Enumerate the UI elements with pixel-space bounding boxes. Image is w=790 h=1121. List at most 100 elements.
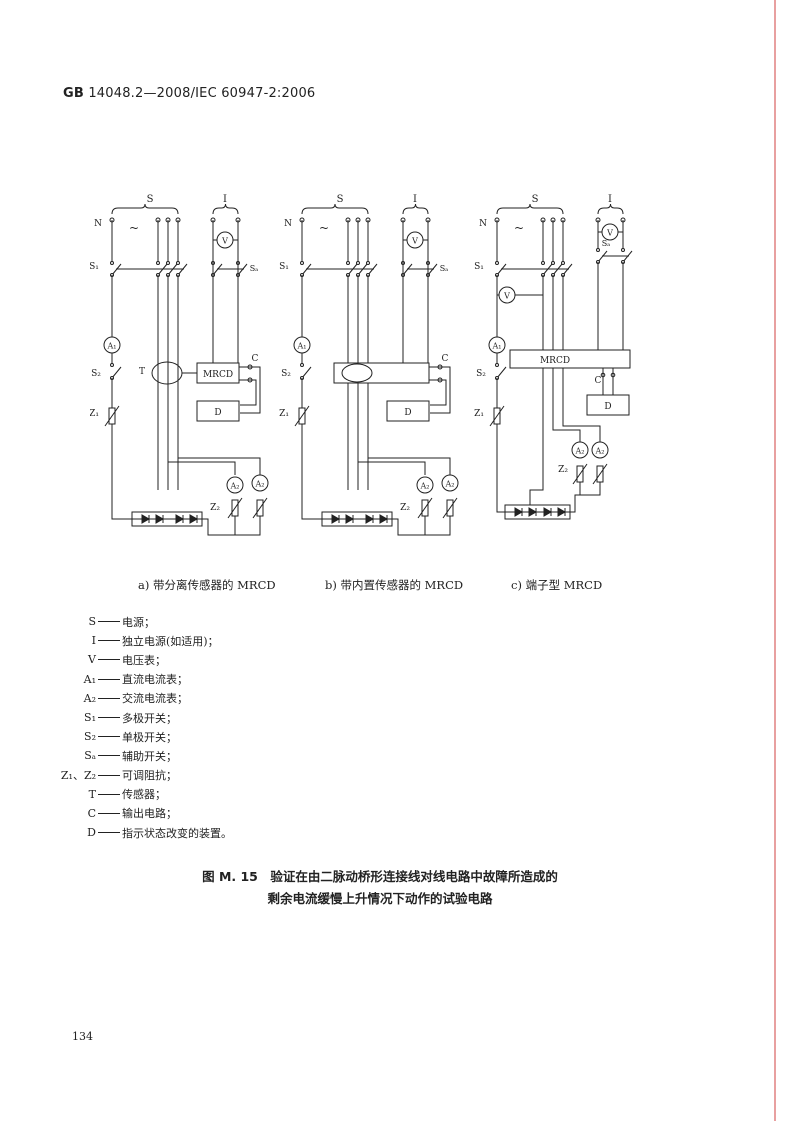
legend-symbol: I [91, 634, 96, 648]
panel-b-neutral-label: N [284, 219, 292, 229]
panel-a-ammeter-a2b-icon [251, 474, 269, 492]
panel-c-z2b-resistor-arrow [592, 463, 608, 485]
legend-symbol: D [87, 826, 96, 840]
panel-c-mrcd-label: MRCD [540, 356, 570, 366]
panel-a-bridge-wire [111, 490, 132, 520]
panel-c-a2-feed2 [562, 390, 601, 442]
panel-a-z2-label: Z₂ [210, 503, 220, 513]
panel-b-bridge-out [392, 518, 425, 536]
legend-item: C 输出电路； [60, 804, 360, 823]
panel-a-s1-label: S₁ [90, 262, 99, 272]
diode-icon [331, 514, 341, 524]
panel-b-z2-return [424, 516, 451, 536]
panel-a-aux-source-brace [212, 203, 239, 215]
panel-c-d-label: D [604, 402, 611, 412]
panel-c-a2-feed [552, 390, 581, 442]
legend-dash [98, 793, 120, 795]
sub-caption-c: c) 端子型 MRCD [511, 578, 603, 592]
panel-a-voltmeter-icon [216, 231, 234, 249]
legend-description: 单极开关； [122, 730, 177, 744]
panel-a-ammeter-a2-icon [226, 476, 244, 494]
sub-caption-a: a) 带分离传感器的 MRCD [138, 578, 276, 592]
terminal [561, 261, 565, 265]
legend-symbol: V [88, 653, 96, 667]
sub-caption-b: b) 带内置传感器的 MRCD [325, 578, 464, 592]
panel-c-ac-symbol: ~ [514, 221, 524, 235]
terminal [356, 261, 360, 265]
terminal [495, 363, 499, 367]
panel-a-bridge-out [202, 518, 235, 536]
panel-b-z2-resistor-arrow [417, 497, 433, 519]
terminal [621, 248, 625, 252]
legend-symbol: S₁ [84, 711, 96, 725]
panel-b-a2-feed2 [368, 457, 451, 475]
panel-b-voltmeter-icon [406, 231, 424, 249]
panel-a-ac-symbol: ~ [129, 221, 139, 235]
panel-a-source-brace [111, 203, 179, 215]
panel-c-bridge-out [570, 494, 580, 513]
legend-dash [98, 755, 120, 757]
panel-b-ammeter-a2b-icon-label: A₂ [445, 480, 455, 489]
panel-c-s2-blade [496, 366, 507, 379]
terminal [176, 261, 180, 265]
legend-dash [98, 659, 120, 661]
panel-a-d-label: D [214, 408, 221, 418]
legend-description: 输出电路； [122, 807, 177, 821]
panel-b-c-loop2 [430, 379, 447, 406]
panel-c-ammeter-a2-icon [571, 441, 589, 459]
panel-a-z2b-resistor-arrow [252, 497, 268, 519]
panel-b-c-label: C [442, 354, 449, 364]
panel-b-d-block [386, 400, 430, 422]
legend-symbol: S₂ [84, 730, 96, 744]
panel-a-ammeter-a1-icon-label: A₁ [107, 342, 117, 351]
legend-symbol: Z₁、Z₂ [60, 769, 96, 783]
legend-description: 电压表； [122, 653, 166, 667]
panel-b-c-loop [430, 366, 451, 414]
terminal [366, 261, 370, 265]
legend-symbol: T [88, 787, 96, 801]
page-edge [774, 0, 776, 1121]
panel-c-ammeter-a1-icon-label: A₁ [492, 342, 502, 351]
legend-description: 独立电源(如适用)； [122, 634, 219, 648]
panel-b-ammeter-a2-icon [416, 476, 434, 494]
terminal [110, 363, 114, 367]
legend-symbol: S [88, 615, 96, 629]
legend-description: 直流电流表； [122, 673, 188, 687]
panel-b-a2-feed [358, 461, 426, 475]
terminal [495, 261, 499, 265]
panel-b-ammeter-a2b-icon [441, 474, 459, 492]
diode-icon [543, 507, 553, 517]
panel-b-ammeter-a1-icon-label: A₁ [297, 342, 307, 351]
panel-b-ammeter-a2-icon-label: A₂ [420, 482, 430, 491]
panel-b-voltmeter-icon-label: V [411, 237, 418, 246]
panel-c-z2-resistor-arrow [572, 463, 588, 485]
diode-icon [514, 507, 524, 517]
terminal [596, 248, 600, 252]
panel-b-z2-label: Z₂ [400, 503, 410, 513]
panel-a-t-label: T [139, 367, 145, 377]
panel-b-mrcd-integrated [333, 362, 430, 384]
panel-b-s2-label: S₂ [281, 369, 291, 379]
panel-c-z1-label: Z₁ [474, 409, 484, 419]
panel-a-mrcd-label: MRCD [203, 370, 233, 380]
diode-icon [155, 514, 165, 524]
figure-caption-line1: 图 M. 15 验证在由二脉动桥形连接线对线电路中故障所造成的 [202, 869, 558, 884]
panel-c-s2-label: S₂ [476, 369, 486, 379]
panel-a-sa-label: Sₐ [250, 264, 259, 273]
terminal [541, 261, 545, 265]
panel-b-aux-source-brace [402, 203, 429, 215]
terminal [110, 261, 114, 265]
panel-b-s2-blade [301, 366, 312, 379]
legend-symbol: C [87, 806, 96, 820]
panel-b-source-label: S [337, 194, 344, 205]
panel-b-d-label: D [404, 408, 411, 418]
legend-description: 指示状态改变的装置。 [122, 826, 232, 840]
legend-symbol: A₁ [83, 672, 96, 686]
legend-description: 电源； [122, 615, 155, 629]
panel-a-c-loop2 [240, 379, 257, 406]
legend-dash [98, 774, 120, 776]
